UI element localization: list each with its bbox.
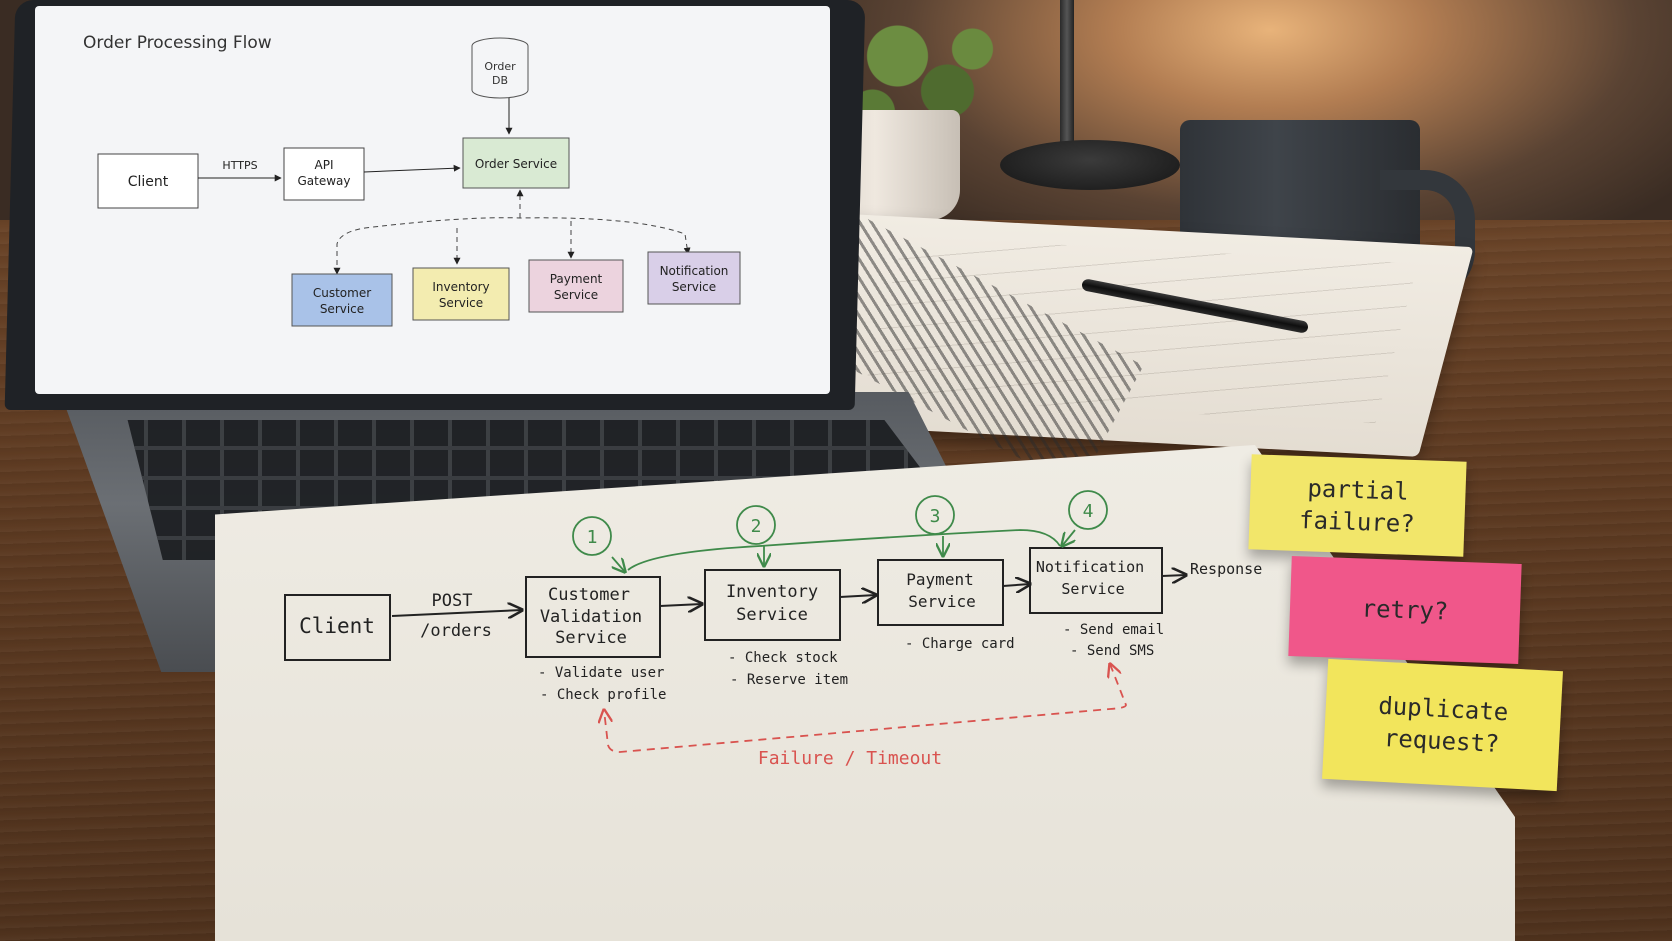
- inventory-label-2: Service: [736, 605, 808, 625]
- laptop-screen: Order Processing Flow Order DB Client HT…: [35, 6, 830, 394]
- step-4-label: 4: [1083, 501, 1094, 522]
- step-3-label: 3: [930, 506, 941, 527]
- customer-validation-label-3: Service: [555, 628, 627, 648]
- payment-note-1: - Charge card: [905, 636, 1015, 652]
- notification-service-label-1: Notification: [660, 264, 729, 278]
- customer-validation-label-2: Validation: [540, 607, 642, 627]
- customer-note-1: - Validate user: [538, 665, 664, 681]
- post-arrow: [391, 610, 522, 616]
- order-db-label-2: DB: [492, 74, 508, 87]
- customer-service-label-1: Customer: [313, 286, 371, 300]
- notification-note-1: - Send email: [1063, 622, 1164, 638]
- fanout-dashed-lines: [333, 189, 691, 275]
- sketch-client-label: Client: [299, 614, 375, 638]
- notification-label-1: Notification: [1036, 558, 1144, 576]
- post-label: POST: [432, 591, 473, 611]
- payment-service-box: [528, 259, 624, 313]
- client-box: [97, 153, 199, 209]
- order-service-label: Order Service: [475, 157, 557, 171]
- step-2-label: 2: [751, 516, 762, 537]
- api-gateway-label-2: Gateway: [297, 174, 350, 188]
- notification-box: [1029, 547, 1163, 614]
- customer-validation-label-1: Customer: [548, 585, 630, 605]
- step-markers: [572, 490, 1108, 572]
- notification-service-box: [647, 251, 741, 305]
- customer-note-2: - Check profile: [540, 687, 666, 703]
- customer-validation-box: [525, 576, 661, 658]
- sticky-note-duplicate-request: duplicate request?: [1322, 658, 1563, 792]
- sketch-client-box: [284, 594, 391, 661]
- lamp-base: [1000, 140, 1180, 190]
- order-db: Order DB: [471, 37, 529, 99]
- notification-label-2: Service: [1061, 580, 1124, 598]
- response-label: Response: [1190, 560, 1262, 578]
- failure-label: Failure / Timeout: [758, 748, 942, 769]
- api-gateway-label-1: API: [315, 158, 334, 172]
- customer-service-box: [291, 273, 393, 327]
- payment-service-label-2: Service: [554, 288, 598, 302]
- diagram-title: Order Processing Flow: [83, 33, 272, 53]
- gateway-arrow: [363, 164, 461, 173]
- arrow-to-inventory: [659, 604, 702, 606]
- client-label: Client: [128, 174, 169, 190]
- payment-service-label-1: Payment: [550, 272, 603, 286]
- notification-service-label-2: Service: [672, 280, 716, 294]
- orders-label: /orders: [420, 621, 492, 641]
- arrow-to-notification: [1002, 584, 1030, 586]
- https-label: HTTPS: [222, 159, 257, 172]
- failure-loop: [604, 664, 1127, 753]
- screen-diagram: Order Processing Flow Order DB Client HT…: [83, 33, 741, 327]
- order-db-label-1: Order: [484, 60, 516, 73]
- inventory-label-1: Inventory: [726, 582, 818, 602]
- inventory-note-1: - Check stock: [728, 650, 838, 666]
- customer-service-label-2: Service: [320, 302, 364, 316]
- sticky-note-partial-failure: partial failure?: [1248, 454, 1467, 557]
- notification-note-2: - Send SMS: [1070, 643, 1154, 659]
- inventory-box: [704, 569, 841, 641]
- sticky-note-retry: retry?: [1288, 556, 1522, 664]
- payment-box: [877, 559, 1004, 626]
- inventory-service-label-2: Service: [439, 296, 483, 310]
- inventory-service-box: [412, 267, 510, 321]
- lamp-pole: [1060, 0, 1074, 160]
- inventory-note-2: - Reserve item: [730, 672, 848, 688]
- arrow-to-payment: [839, 595, 876, 597]
- order-service-box: [462, 137, 570, 189]
- payment-label-2: Service: [908, 592, 975, 611]
- api-gateway-box: [283, 147, 365, 201]
- arrow-to-response: [1161, 575, 1186, 576]
- step-1-label: 1: [587, 527, 598, 548]
- inventory-service-label-1: Inventory: [432, 280, 489, 294]
- payment-label-1: Payment: [906, 570, 973, 589]
